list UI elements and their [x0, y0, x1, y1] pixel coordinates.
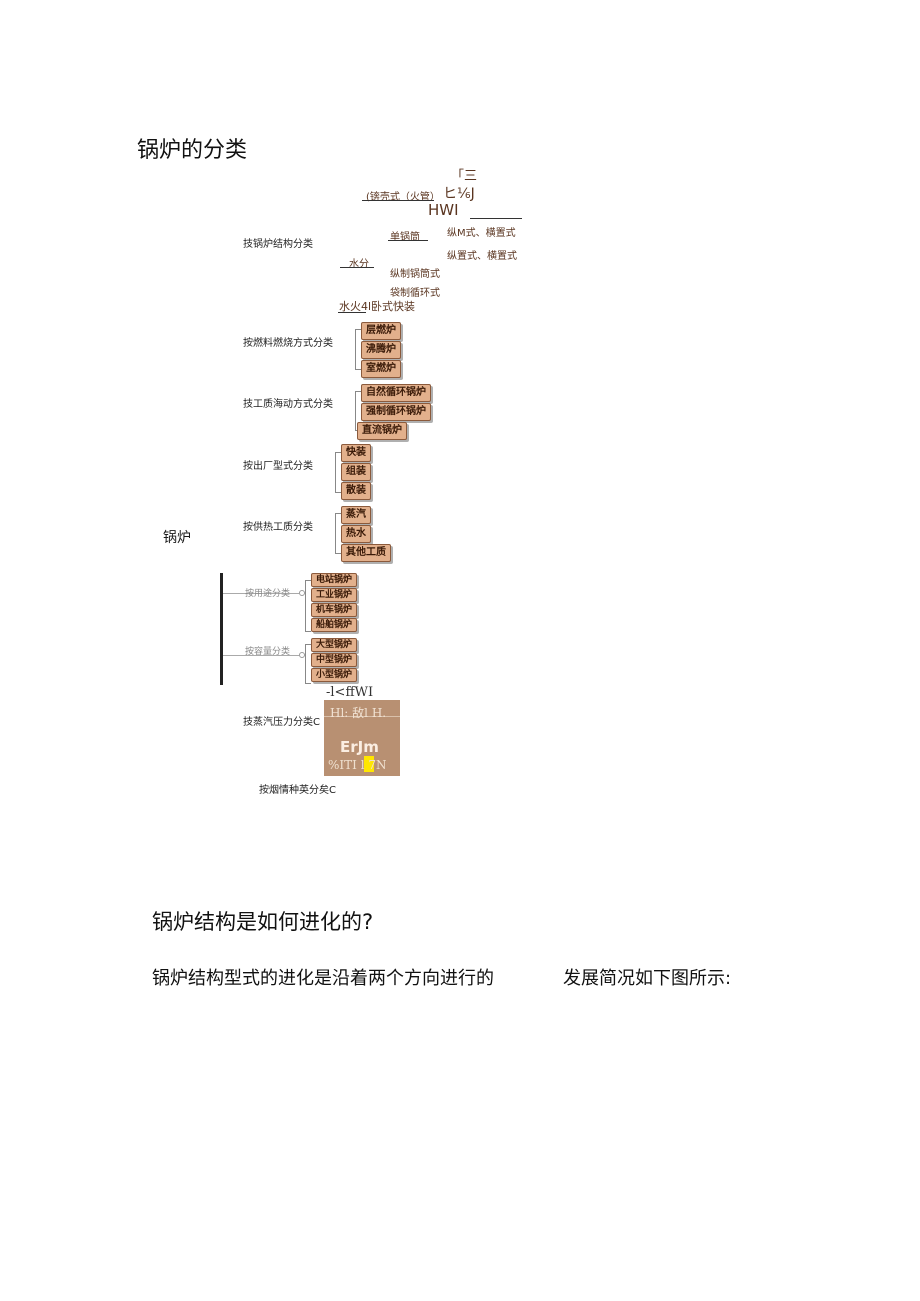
- capacity-item: 大型锅炉: [311, 638, 358, 652]
- flow-item: 直流锅炉: [357, 422, 407, 440]
- usage-item: 机车锅炉: [311, 603, 358, 617]
- medium-item: 其他工质: [341, 544, 391, 562]
- connector-line: [223, 655, 299, 656]
- node-dot: [299, 652, 305, 658]
- flow-item: 强制循环锅炉: [361, 403, 431, 421]
- bracket: [335, 452, 341, 493]
- medium-item: 热水: [341, 525, 371, 543]
- category-structure: 技锅炉结构分类: [243, 239, 313, 250]
- panel-mid-text: ErJm: [340, 738, 379, 756]
- connector-line: [388, 240, 428, 241]
- paragraph-left: 锅炉结构型式的进化是沿着两个方向进行的: [152, 968, 494, 989]
- factory-item: 散装: [341, 482, 371, 500]
- bracket: [305, 644, 311, 684]
- flow-item: 自然循环锅炉: [361, 384, 431, 402]
- category-factory: 按出厂型式分类: [243, 461, 313, 472]
- node-dot: [299, 590, 305, 596]
- category-smoke: 按烟情种英分矣C: [259, 785, 336, 796]
- fragment-6: 纵M式、横置式: [447, 228, 516, 239]
- group-bar: [220, 573, 223, 685]
- page-title: 锅炉的分类: [137, 138, 248, 163]
- root-label: 锅炉: [163, 530, 191, 546]
- fragment-8: 水分: [349, 259, 369, 270]
- fragment-3: ヒ⅙J: [443, 186, 475, 202]
- bracket: [305, 580, 311, 632]
- bracket: [355, 329, 361, 370]
- fragment-2: (锛壳式（火管）: [366, 192, 440, 203]
- category-usage: 按用途分类: [245, 589, 291, 599]
- pressure-panel: Hl: 敌l H. ErJm %ITI l 7N: [324, 700, 400, 776]
- paragraph-right: 发展简况如下图所示:: [563, 968, 732, 989]
- capacity-item: 小型锅炉: [311, 668, 358, 682]
- bracket: [335, 513, 341, 554]
- panel-bottom-text: %ITI l 7N: [328, 758, 387, 772]
- fuel-item: 室燃炉: [361, 360, 401, 378]
- category-fuel: 按燃料燃烧方式分类: [243, 338, 333, 349]
- category-medium: 按供热工质分类: [243, 522, 313, 533]
- medium-item: 蒸汽: [341, 506, 371, 524]
- fragment-10: 袋制循环式: [390, 288, 440, 299]
- pressure-fragment: -l<ffWI: [326, 685, 374, 700]
- fragment-4: HWI: [428, 201, 459, 219]
- fragment-7: 纵置式、横置式: [447, 251, 517, 262]
- fuel-item: 层燃炉: [361, 322, 401, 340]
- usage-item: 工业锅炉: [311, 588, 358, 602]
- connector-line: [223, 593, 299, 594]
- fragment-1: 「三: [451, 169, 478, 184]
- usage-item: 电站锅炉: [311, 573, 358, 587]
- connector-line: [362, 200, 434, 201]
- fragment-5: 单锅筒: [390, 232, 420, 243]
- connector-line: [470, 218, 522, 219]
- connector-line: [340, 267, 374, 268]
- panel-top-text: Hl: 敌l H.: [330, 706, 387, 720]
- fragment-9: 纵制锅筒式: [390, 269, 440, 280]
- factory-item: 快装: [341, 444, 371, 462]
- category-pressure: 技蒸汽压力分类C: [243, 717, 320, 728]
- factory-item: 组装: [341, 463, 371, 481]
- fuel-item: 沸腾炉: [361, 341, 401, 359]
- capacity-item: 中型锅炉: [311, 653, 358, 667]
- highlight-mark: [364, 756, 374, 772]
- connector-line: [338, 312, 366, 313]
- category-flow: 技工质海动方式分类: [243, 399, 333, 410]
- category-capacity: 按容量分类: [245, 647, 291, 657]
- panel-divider: [324, 716, 400, 717]
- section-title: 锅炉结构是如何进化的?: [152, 910, 374, 934]
- usage-item: 船舶锅炉: [311, 618, 358, 632]
- fragment-11: 水火4l卧式快装: [339, 300, 416, 313]
